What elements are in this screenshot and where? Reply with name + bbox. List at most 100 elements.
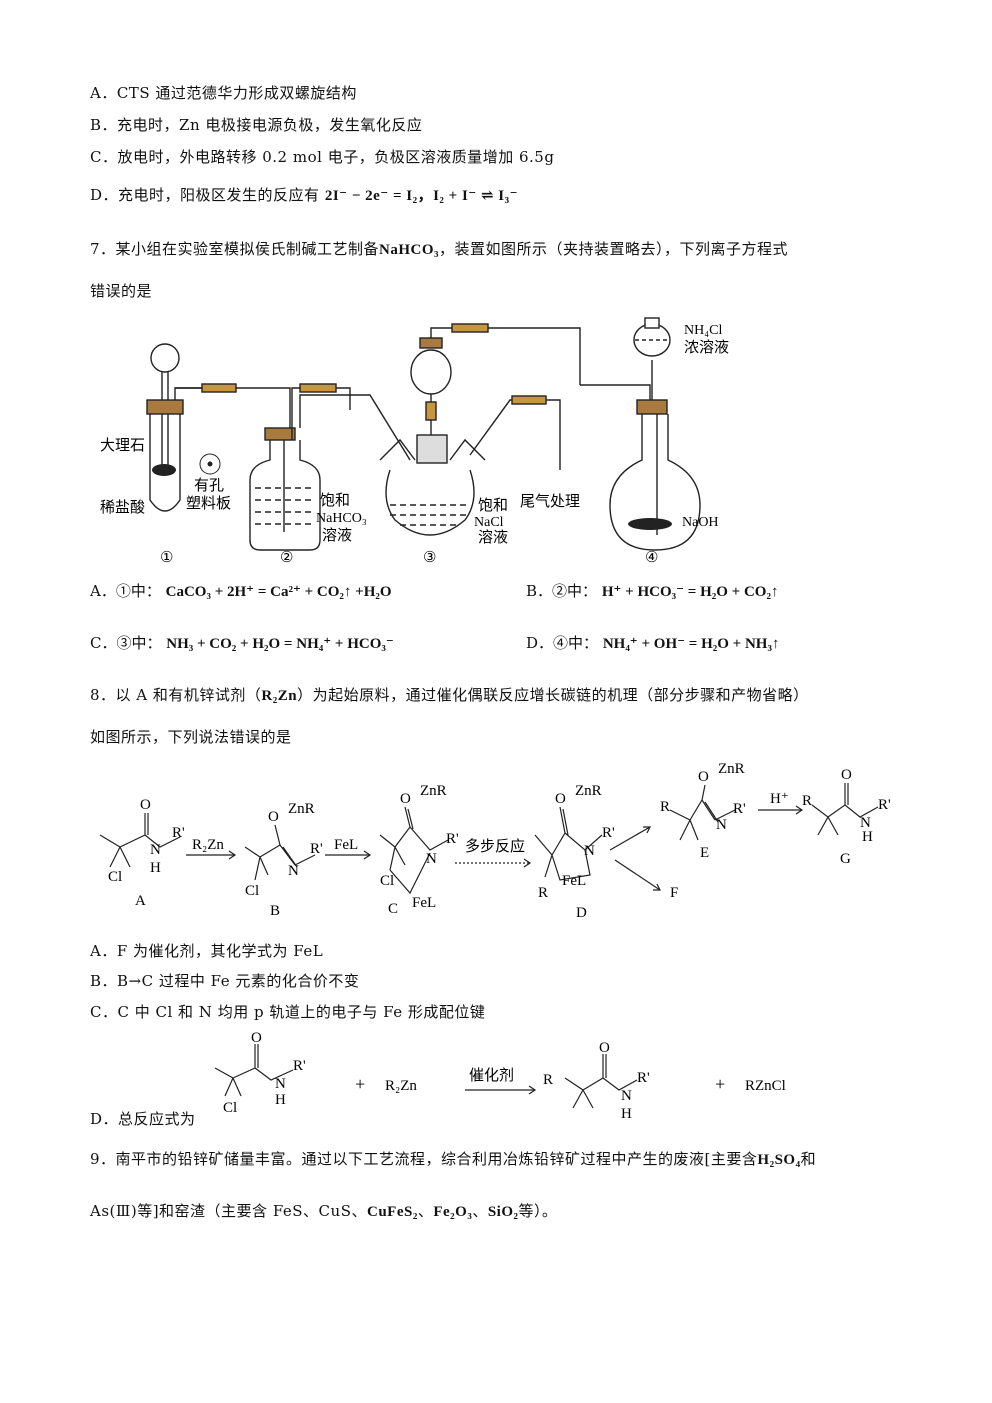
- eq-reagent-r2zn: R₂Zn: [385, 1078, 417, 1094]
- label-sat-2: 饱和: [478, 497, 508, 514]
- label-n4: ④: [645, 550, 658, 566]
- atom-e-r: R: [660, 799, 670, 815]
- eq-left-o: O: [251, 1032, 262, 1046]
- q7-option-c-pre: C．③中：: [90, 634, 162, 652]
- atom-b-znr: ZnR: [288, 801, 315, 817]
- atom-c-cl: Cl: [380, 873, 394, 889]
- q8-overall-equation: O N R' H Cl + R₂Zn 催化剂 R O N R' H + RZnC…: [214, 1032, 786, 1122]
- label-dilute-hcl: 稀盐酸: [100, 499, 145, 516]
- label-conc: 浓溶液: [684, 339, 729, 356]
- atom-d-r: R: [538, 885, 548, 901]
- atom-a-rp: R': [172, 825, 185, 841]
- atom-d-n: N: [584, 843, 595, 859]
- label-a: A: [135, 893, 146, 909]
- label-g: G: [840, 851, 851, 867]
- q9-formula-cufes2: CuFeS₂: [366, 1204, 418, 1220]
- q7-stem-text-a: 7．某小组在实验室模拟侯氏制碱工艺制备: [90, 240, 380, 258]
- q9-formula-fe2o3: Fe₂O₃: [433, 1204, 473, 1220]
- reagent-fel: FeL: [334, 837, 358, 853]
- q8-stem-formula: R₂Zn: [261, 688, 298, 704]
- atom-e-o: O: [698, 769, 709, 785]
- q8-stem-text-b: ）为起始原料，通过催化偶联反应增长碳链的机理（部分步骤和产物省略）: [297, 686, 809, 704]
- eq-product-rzncl: RZnCl: [745, 1078, 786, 1094]
- atom-b-o: O: [268, 809, 279, 825]
- reagent-r2zn: R₂Zn: [192, 837, 224, 853]
- atom-a-h: H: [150, 860, 161, 876]
- label-marble: 大理石: [100, 437, 145, 454]
- eq-right-o: O: [599, 1040, 610, 1056]
- eq-right-h: H: [621, 1106, 632, 1122]
- q8-mechanism-scheme: O N R' H Cl A R₂Zn O ZnR N R' Cl B FeL O…: [99, 761, 891, 921]
- q7-stem-line2: 错误的是: [90, 282, 153, 300]
- label-sat-1: 饱和: [320, 492, 350, 509]
- atom-d-o: O: [555, 791, 566, 807]
- q7-option-d-eq: NH₄⁺ + OH⁻ = H₂O + NH₃↑: [602, 636, 780, 652]
- label-e: E: [700, 845, 709, 861]
- label-n1: ①: [160, 550, 173, 566]
- q9-line2: As(Ⅲ)等]和窑渣（主要含 FeS、CuS、CuFeS₂、Fe₂O₃、SiO₂…: [90, 1200, 558, 1221]
- atom-c-o: O: [400, 791, 411, 807]
- atom-b-rp: R': [310, 841, 323, 857]
- eq-left-n: N: [275, 1076, 286, 1092]
- label-c: C: [388, 901, 398, 917]
- label-f: F: [670, 885, 678, 901]
- label-d: D: [576, 905, 587, 921]
- atom-g-n: N: [860, 815, 871, 831]
- atom-e-rp: R': [733, 801, 746, 817]
- q9-line1-formula: H₂SO₄: [757, 1152, 801, 1168]
- q9-line1-text-a: 9．南平市的铅锌矿储量丰富。通过以下工艺流程，综合利用冶炼铅锌矿过程中产生的废液…: [90, 1150, 758, 1168]
- svg-text:+: +: [715, 1074, 725, 1094]
- label-naoh: NaOH: [682, 515, 719, 530]
- q6-option-d: D．充电时，阳极区发生的反应有 2I⁻ − 2e⁻ = I₂，I₂ + I⁻ ⇌…: [90, 184, 518, 205]
- q7-apparatus-figure: 大理石 稀盐酸 有孔 塑料板 饱和 NaHCO₃ 溶液 饱和 NaCl 溶液 尾…: [100, 317, 729, 566]
- q9-sep-1: 、: [417, 1202, 434, 1220]
- q7-option-d: D．④中： NH₄⁺ + OH⁻ = H₂O + NH₃↑: [526, 632, 779, 653]
- atom-c-rp: R': [446, 831, 459, 847]
- q7-stem-text-b: ，装置如图所示（夹持装置略去），下列离子方程式: [439, 240, 789, 258]
- q9-line2-text-b: 等）。: [518, 1202, 558, 1220]
- label-b: B: [270, 903, 280, 919]
- eq-catalyst: 催化剂: [469, 1067, 514, 1084]
- q6-option-d-prefix: D．充电时，阳极区发生的反应有: [90, 186, 320, 204]
- q9-formula-sio2: SiO₂: [487, 1204, 519, 1220]
- atom-d-fel: FeL: [562, 873, 586, 889]
- eq-right-r: R: [543, 1072, 553, 1088]
- q7-option-c: C．③中： NH₃ + CO₂ + H₂O = NH₄⁺ + HCO₃⁻: [90, 632, 394, 653]
- eq-right-n: N: [621, 1088, 632, 1104]
- q7-option-b: B．②中： H⁺ + HCO₃⁻ = H₂O + CO₂↑: [526, 580, 778, 601]
- atom-a-cl: Cl: [108, 869, 122, 885]
- q7-option-a-eq: CaCO₃ + 2H⁺ = Ca²⁺ + CO₂↑ +H₂O: [165, 584, 392, 600]
- q6-option-d-equation: 2I⁻ − 2e⁻ = I₂，I₂ + I⁻ ⇌ I₃⁻: [324, 188, 519, 204]
- label-tail-gas: 尾气处理: [520, 493, 580, 510]
- atom-e-znr: ZnR: [718, 761, 745, 777]
- q8-option-b: B．B→C 过程中 Fe 元素的化合价不变: [90, 972, 360, 990]
- q7-stem-formula: NaHCO₃: [379, 242, 440, 258]
- atom-b-n: N: [288, 863, 299, 879]
- atom-g-o: O: [841, 767, 852, 783]
- q7-option-a-pre: A．①中：: [90, 582, 161, 600]
- atom-g-r: R: [802, 793, 812, 809]
- q7-option-d-pre: D．④中：: [526, 634, 599, 652]
- q9-line2-text-a: As(Ⅲ)等]和窑渣（主要含 FeS、CuS、: [90, 1202, 367, 1220]
- atom-d-znr: ZnR: [575, 783, 602, 799]
- atom-g-rp: R': [878, 797, 891, 813]
- reagent-hplus: H⁺: [770, 791, 789, 807]
- atom-e-n: N: [716, 817, 727, 833]
- q6-option-b: B．充电时，Zn 电极接电源负极，发生氧化反应: [90, 116, 423, 134]
- atom-g-h: H: [862, 829, 873, 845]
- q7-option-b-pre: B．②中：: [526, 582, 598, 600]
- q8-stem-line1: 8．以 A 和有机锌试剂（R₂Zn）为起始原料，通过催化偶联反应增长碳链的机理（…: [90, 684, 809, 705]
- atom-d-rp: R': [602, 825, 615, 841]
- eq-left-rp: R': [293, 1058, 306, 1074]
- label-n2: ②: [280, 550, 293, 566]
- label-porous-1: 有孔: [194, 477, 224, 494]
- label-n3: ③: [423, 550, 436, 566]
- label-sol-2: 溶液: [478, 529, 508, 546]
- q8-stem-text-a: 8．以 A 和有机锌试剂（: [90, 686, 262, 704]
- label-porous-2: 塑料板: [186, 494, 231, 512]
- eq-right-rp: R': [637, 1070, 650, 1086]
- atom-a-n: N: [150, 842, 161, 858]
- atom-c-znr: ZnR: [420, 783, 447, 799]
- label-nh4cl: NH₄Cl: [684, 323, 722, 338]
- atom-c-n: N: [426, 851, 437, 867]
